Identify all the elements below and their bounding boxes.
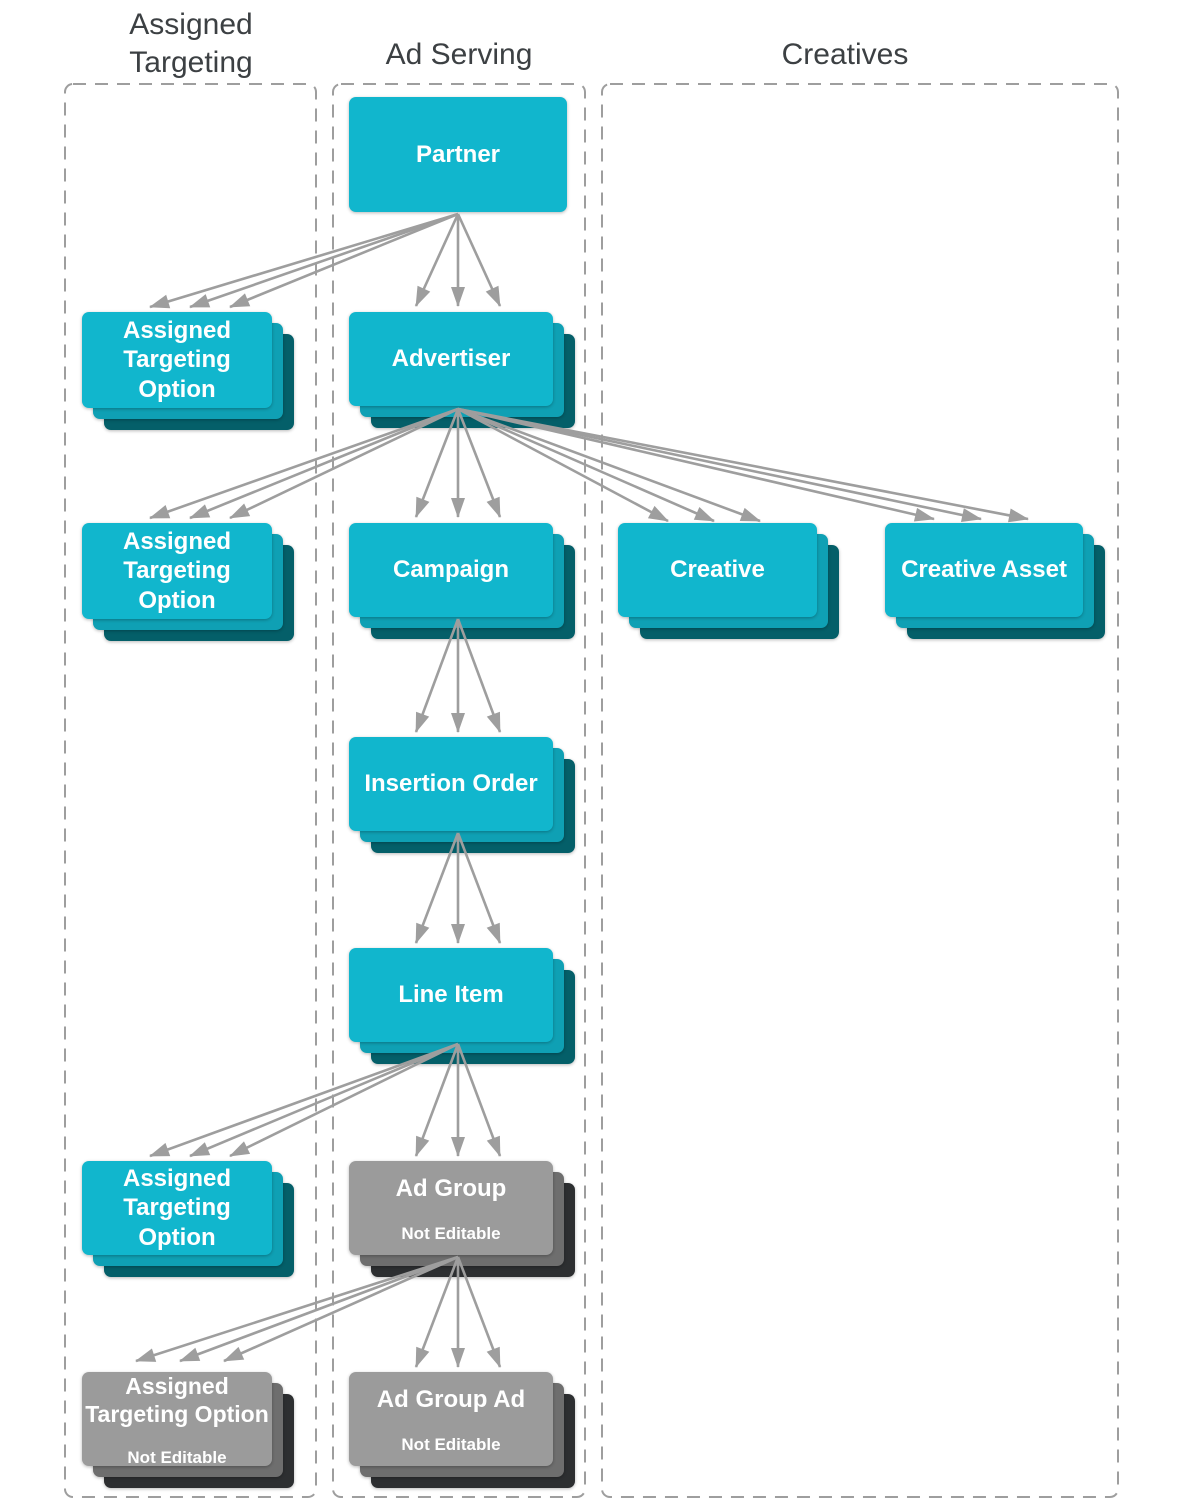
edge-arrow-line — [414, 213, 460, 307]
node-assigned-targeting-option-box: Assigned Targeting Option — [82, 312, 272, 408]
node-insertion-order: Insertion Order — [349, 737, 575, 853]
edge-arrow-line — [229, 212, 459, 309]
node-advertiser: Advertiser — [349, 312, 575, 428]
node-assigned-targeting-option-ad-group: Assigned Targeting Option Not Editable — [82, 1372, 294, 1488]
node-ad-group: Ad Group Not Editable — [349, 1161, 575, 1277]
node-label: Partner — [415, 140, 501, 168]
node-ad-group-ad: Ad Group Ad Not Editable — [349, 1372, 575, 1488]
node-creative-asset-box: Creative Asset — [885, 523, 1083, 617]
creatives-column-border — [601, 83, 1119, 1498]
node-label: Creative — [670, 556, 765, 584]
node-line-item-box: Line Item — [349, 948, 553, 1042]
node-creative: Creative — [618, 523, 839, 639]
node-assigned-targeting-option-box: Assigned Targeting Option — [82, 523, 272, 619]
node-label: Ad Group Ad — [376, 1386, 526, 1414]
node-label: Creative Asset — [901, 556, 1067, 584]
node-assigned-targeting-option-box: Assigned Targeting Option Not Editable — [82, 1372, 272, 1466]
node-assigned-targeting-option-partner: Assigned Targeting Option — [82, 312, 294, 430]
edge-arrow-line — [456, 213, 502, 307]
edge-arrow-line — [189, 212, 459, 309]
column-header-ad-serving: Ad Serving — [385, 38, 533, 71]
node-label: Assigned Targeting Option — [122, 317, 232, 403]
node-ad-group-ad-box: Ad Group Ad Not Editable — [349, 1372, 553, 1466]
node-line-item: Line Item — [349, 948, 575, 1064]
node-campaign: Campaign — [349, 523, 575, 639]
node-label: Assigned Targeting Option — [122, 1165, 232, 1251]
node-insertion-order-box: Insertion Order — [349, 737, 553, 831]
edge-arrow-line — [149, 212, 459, 309]
node-label: Line Item — [398, 981, 504, 1009]
node-sublabel-not-editable: Not Editable — [401, 1434, 501, 1454]
node-creative-asset: Creative Asset — [885, 523, 1105, 639]
node-label: Assigned Targeting Option — [122, 528, 232, 614]
column-header-assigned-targeting: Assigned Targeting — [129, 8, 253, 79]
node-label: Ad Group — [395, 1175, 507, 1203]
node-partner-box: Partner — [349, 97, 567, 212]
node-partner: Partner — [349, 97, 567, 212]
node-sublabel-not-editable: Not Editable — [401, 1223, 501, 1243]
node-label: Advertiser — [391, 345, 511, 373]
node-ad-group-box: Ad Group Not Editable — [349, 1161, 553, 1255]
node-sublabel-not-editable: Not Editable — [127, 1448, 227, 1468]
node-advertiser-box: Advertiser — [349, 312, 553, 406]
node-label: Assigned Targeting Option — [85, 1372, 269, 1427]
node-assigned-targeting-option-advertiser: Assigned Targeting Option — [82, 523, 294, 641]
assigned-targeting-column-border — [64, 83, 317, 1498]
node-creative-box: Creative — [618, 523, 817, 617]
node-label: Campaign — [392, 556, 509, 584]
node-campaign-box: Campaign — [349, 523, 553, 617]
node-assigned-targeting-option-line-item: Assigned Targeting Option — [82, 1161, 294, 1277]
column-header-creatives: Creatives — [781, 38, 909, 71]
node-label: Insertion Order — [364, 770, 538, 798]
node-assigned-targeting-option-box: Assigned Targeting Option — [82, 1161, 272, 1255]
